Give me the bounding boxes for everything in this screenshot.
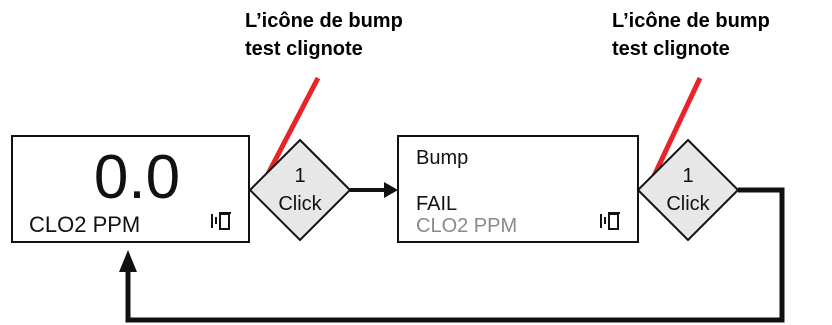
screen2-display [397, 135, 639, 243]
screen2-unit-label: CLO2 PPM [416, 215, 517, 237]
screen2-bump-test-icon [600, 212, 620, 230]
screen2-status: FAIL [416, 193, 457, 215]
annotation-left-line1: L’icône de bump [245, 10, 403, 32]
flow-arrowhead-to-screen2 [384, 182, 398, 198]
click1-count: 1 [294, 165, 305, 187]
annotation-right-line1: L’icône de bump [612, 10, 770, 32]
annotation-right-line2: test clignote [612, 38, 730, 60]
click2-count: 1 [682, 165, 693, 187]
click-diamond-2 [636, 138, 740, 242]
click-diamond-1 [248, 138, 352, 242]
screen1-unit-label: CLO2 PPM [29, 212, 140, 237]
click1-action: Click [278, 193, 322, 215]
screen2-title: Bump [416, 147, 468, 169]
screen1-bump-test-icon [211, 212, 231, 230]
click2-action: Click [666, 193, 710, 215]
flow-return-arrowhead [119, 250, 137, 272]
screen1-display [11, 135, 250, 243]
annotation-left-line2: test clignote [245, 38, 363, 60]
screen1-reading: 0.0 [94, 143, 180, 212]
flow-return-path [125, 187, 785, 323]
